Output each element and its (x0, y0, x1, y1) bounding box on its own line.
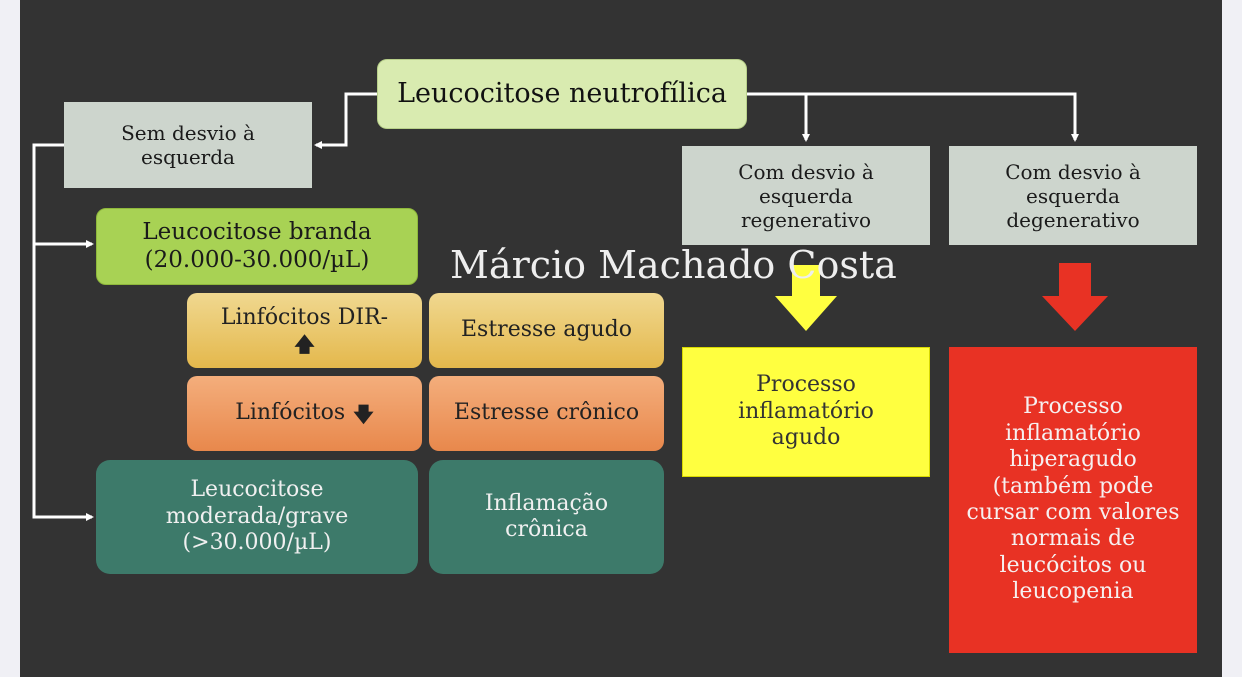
regenerativo-node: Com desvio à esquerda regenerativo (682, 146, 930, 245)
arrow-down-icon: 🡇 (353, 401, 374, 426)
linfocitos-dir-node: Linfócitos DIR- 🡅 (187, 293, 422, 368)
red-down-arrow (1042, 263, 1108, 331)
inflamacao-cronica-node: Inflamação crônica (429, 460, 664, 574)
inflamacao-cronica-label: Inflamação crônica (484, 490, 609, 542)
connector-root-right (747, 92, 1079, 142)
sem-desvio-label: Sem desvio à esquerda (121, 121, 255, 169)
slide: Leucocitose neutrofílica Sem desvio à es… (20, 0, 1222, 677)
processo-agudo-node: Processo inflamatório agudo (682, 347, 930, 477)
leucocitose-branda-label: Leucocitose branda (20.000-30.000/µL) (142, 218, 372, 273)
arrow-up-icon: 🡅 (294, 331, 315, 356)
estresse-agudo-node: Estresse agudo (429, 293, 664, 368)
regenerativo-label: Com desvio à esquerda regenerativo (738, 159, 874, 232)
yellow-down-arrow (775, 265, 837, 331)
degenerativo-node: Com desvio à esquerda degenerativo (949, 146, 1197, 245)
linfocitos-node: Linfócitos 🡇 (187, 376, 422, 451)
processo-agudo-label: Processo inflamatório agudo (738, 372, 874, 451)
watermark: Márcio Machado Costa (450, 243, 897, 287)
leucocitose-moderada-node: Leucocitose moderada/grave (>30.000/µL) (96, 460, 418, 574)
connectors (32, 92, 1108, 521)
connector-root-sem-desvio (314, 92, 377, 149)
estresse-cronico-node: Estresse crônico (429, 376, 664, 451)
estresse-cronico-label: Estresse crônico (453, 400, 640, 426)
processo-hiperagudo-label: Processo inflamatório hiperagudo (também… (966, 394, 1180, 605)
linfocitos-label: Linfócitos (235, 400, 346, 426)
degenerativo-label: Com desvio à esquerda degenerativo (1005, 159, 1141, 232)
root-label: Leucocitose neutrofílica (397, 77, 727, 109)
sem-desvio-node: Sem desvio à esquerda (64, 102, 312, 188)
processo-hiperagudo-node: Processo inflamatório hiperagudo (também… (949, 347, 1197, 653)
root-node: Leucocitose neutrofílica (377, 59, 747, 129)
leucocitose-branda-node: Leucocitose branda (20.000-30.000/µL) (96, 208, 418, 285)
connector-sem-desvio-bracket (32, 143, 94, 521)
estresse-agudo-label: Estresse agudo (460, 317, 632, 343)
linfocitos-dir-label: Linfócitos DIR- (220, 305, 389, 331)
leucocitose-moderada-label: Leucocitose moderada/grave (>30.000/µL) (165, 477, 349, 556)
